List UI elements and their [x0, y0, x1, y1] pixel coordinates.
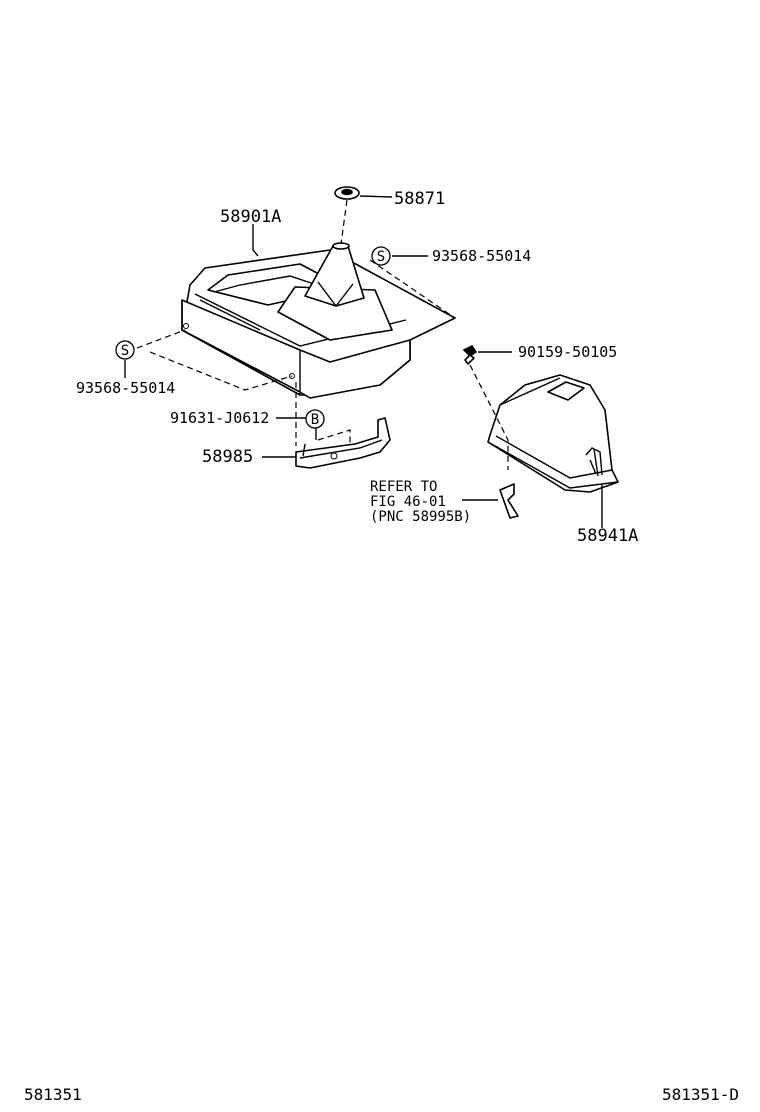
screw-guide-left-lower [149, 351, 293, 391]
label-58871: 58871 [394, 189, 445, 209]
footer-left-code: 581351 [24, 1085, 82, 1104]
label-58985: 58985 [202, 447, 253, 467]
console-box-drawing [181, 242, 456, 399]
footer-right-code: 581351-D [662, 1085, 740, 1104]
label-screw-right: 93568-55014 [432, 247, 531, 265]
clip-reference-drawing [462, 483, 519, 519]
refer-note-line2: FIG 46-01 [370, 494, 446, 510]
screw-symbol-left: S [115, 340, 135, 360]
screw-symbol-right: S [371, 246, 391, 266]
boot-retainer-drawing [334, 186, 393, 245]
bolt-drawing [462, 344, 512, 470]
rear-console-drawing [487, 374, 619, 493]
svg-text:B: B [311, 412, 319, 428]
refer-note-line3: (PNC 58995B) [370, 509, 471, 525]
svg-text:S: S [121, 343, 129, 359]
svg-text:S: S [377, 249, 385, 265]
leader-58901a [252, 224, 259, 257]
label-58901a: 58901A [220, 207, 281, 227]
bracket-drawing [295, 382, 391, 469]
label-58941a: 58941A [577, 526, 638, 546]
screw-guide-right [369, 259, 456, 319]
refer-note-line1: REFER TO [370, 479, 437, 495]
label-clip: 91631-J0612 [170, 409, 269, 427]
label-screw-left: 93568-55014 [76, 379, 175, 397]
screw-guide-left [136, 329, 186, 349]
label-bolt: 90159-50105 [518, 343, 617, 361]
clip-symbol: B [305, 409, 325, 429]
